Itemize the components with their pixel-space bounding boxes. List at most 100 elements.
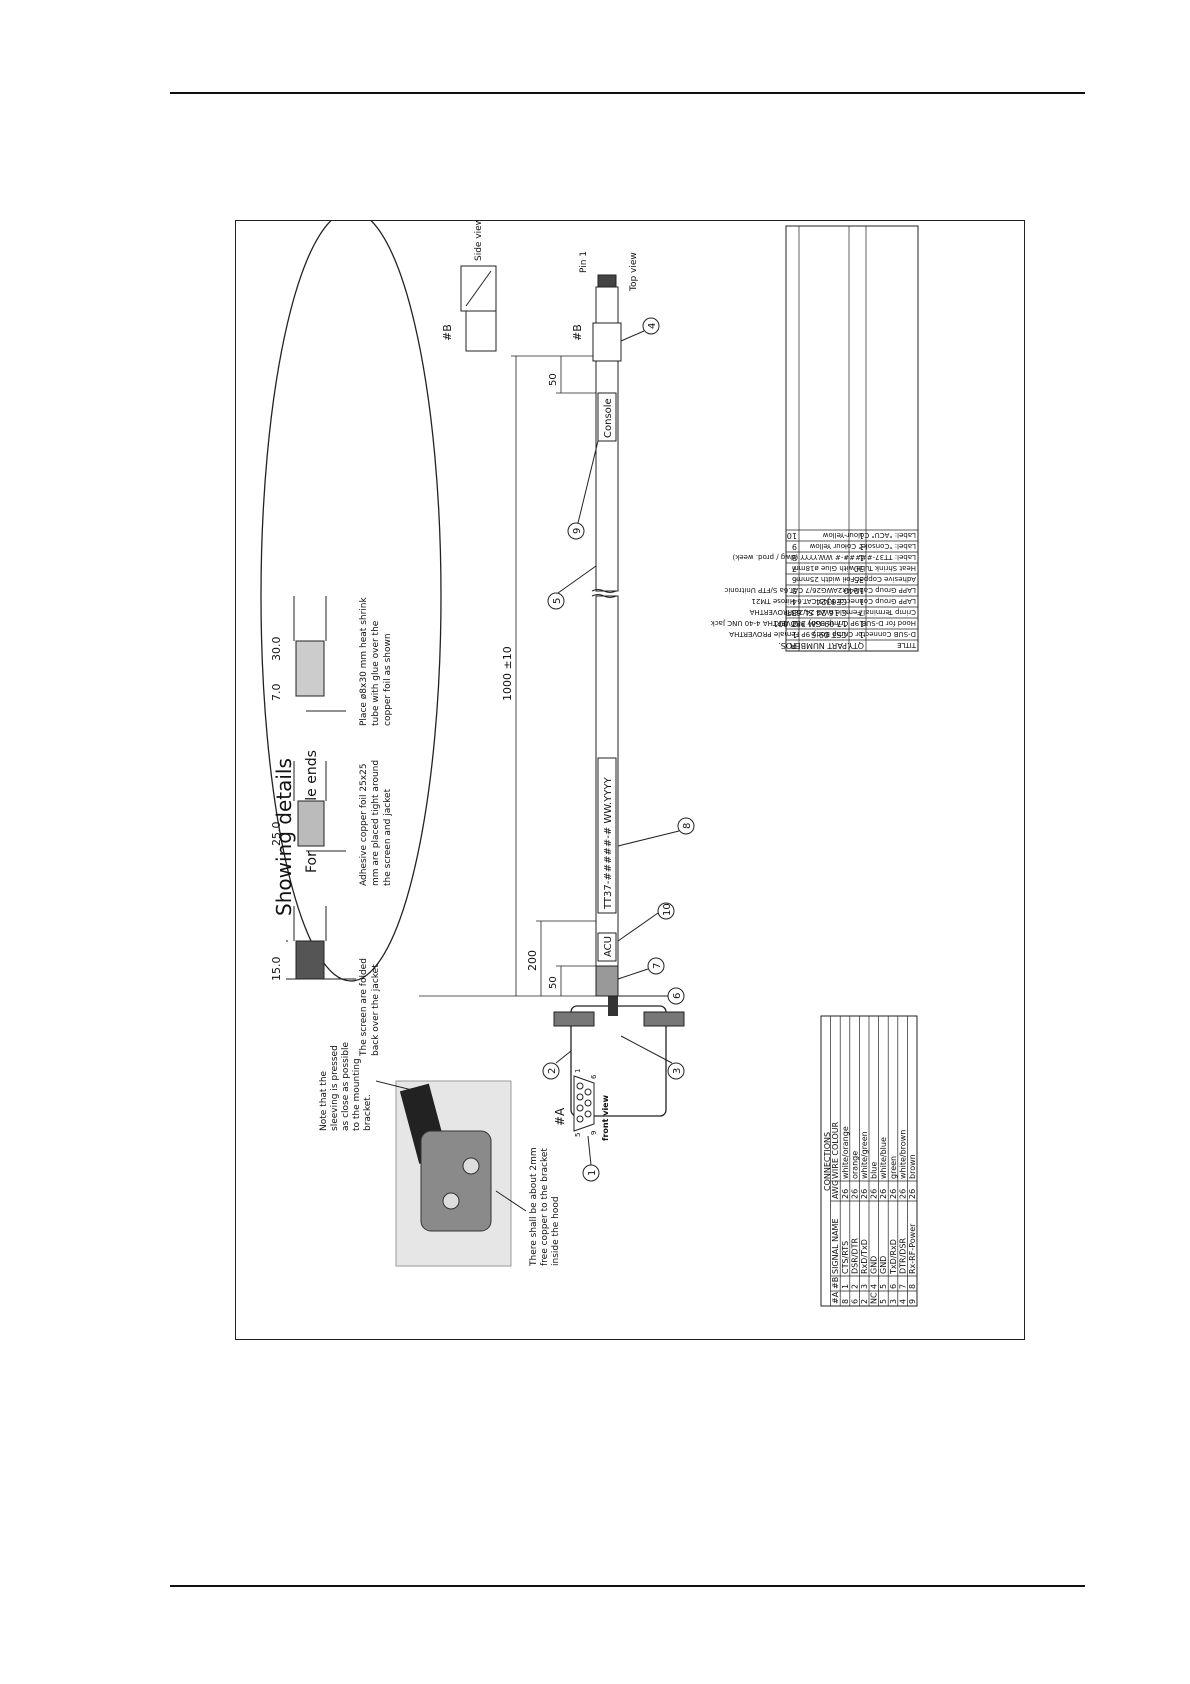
dsub-ref: #A <box>553 1107 567 1126</box>
connections-cell: 26 <box>870 1189 879 1199</box>
label-tt37: TT37-#####-# WW.YYYY <box>603 776 614 910</box>
balloon-1-text: 1 <box>587 1170 598 1176</box>
connections-cell: DSR/DTR <box>850 1237 859 1274</box>
detail-step-2: 25.0 Adhesive copper foil 25x25 mm are p… <box>270 760 393 886</box>
label-acu: ACU <box>603 936 614 957</box>
photo-note2-line2: free copper to the bracket <box>540 1148 550 1266</box>
connections-cell: 5 <box>879 1284 888 1289</box>
label-tt37-box <box>597 757 617 914</box>
photo-note1-line4: to the mounting <box>352 1058 362 1131</box>
connections-cell: white/brown <box>898 1130 907 1179</box>
balloon-3-text: 3 <box>672 1068 683 1074</box>
balloon-9-text: 9 <box>572 528 583 534</box>
connections-cell: white/orange <box>841 1126 850 1179</box>
balloon-8 <box>677 817 695 835</box>
connections-cell: 9 <box>908 1299 917 1304</box>
parts-cell: Crimp Terminal Female AWG 24/28 PROVERTH… <box>750 608 916 616</box>
connections-cell: GND <box>870 1256 879 1274</box>
step3-dim-b: 30.0 <box>270 637 283 662</box>
dsub-front-view: 1 5 6 9 front view #A <box>553 1069 610 1141</box>
label-acu-box <box>597 932 617 962</box>
parts-cell: Adhesive Copper Foil width 25mm <box>796 575 916 583</box>
parts-cell: - <box>844 542 847 551</box>
step2-note-line3: the screen and jacket <box>383 788 393 886</box>
rj45-plug-side-view: #B Side view <box>441 221 497 352</box>
balloon-10-text: 10 <box>662 903 673 916</box>
dsub-hood <box>553 996 685 1117</box>
parts-cell: 7 <box>792 564 797 573</box>
connections-cell: blue <box>870 1162 879 1179</box>
photo-connector <box>420 1130 492 1232</box>
parts-cell: 30 <box>854 564 864 573</box>
connections-cell: brown <box>908 1154 917 1179</box>
parts-cell: 1 <box>859 619 864 628</box>
parts-cell: 1 <box>859 630 864 639</box>
parts-cell: Label: "ACU" Colour Yellow <box>822 531 916 539</box>
connections-cell: NC <box>870 1292 879 1304</box>
jackscrew-top <box>553 1011 595 1027</box>
parts-header-cell: POS. <box>778 641 797 650</box>
parts-cell: 6 <box>792 575 797 584</box>
balloon-6-text: 6 <box>672 993 683 999</box>
parts-cell: Hood for D-SUB 9P Crimp Body PROVERTHA 4… <box>710 619 916 627</box>
step3-note-line1: Place ø8x30 mm heat shrink <box>359 597 369 726</box>
connections-cell: 26 <box>841 1189 850 1199</box>
connections-header-cell: SIGNAL NAME <box>831 1218 840 1274</box>
top-view-label: Top view <box>629 252 639 292</box>
connections-cell: 26 <box>879 1189 888 1199</box>
photo-note1-line1: Note that the <box>319 1070 329 1131</box>
step3-note-line3: copper foil as shown <box>383 633 393 726</box>
connections-cell: 4 <box>870 1284 879 1289</box>
parts-cell: 2 <box>792 619 797 628</box>
heat-shrink <box>295 640 325 697</box>
connections-cell: 6 <box>889 1284 898 1289</box>
braid-fold <box>295 940 325 980</box>
balloon-9 <box>567 522 585 540</box>
connections-cell: white/green <box>860 1131 869 1179</box>
connections-cell: white/blue <box>879 1137 888 1179</box>
balloon-2 <box>542 1062 560 1080</box>
parts-header-cell: TITLE <box>897 641 917 649</box>
jackscrew-bottom <box>643 1011 685 1027</box>
dsub-pin5: 5 <box>574 1133 582 1137</box>
dim-50-right: 50 <box>548 373 559 386</box>
photo-note1-line5: bracket. <box>363 1094 373 1131</box>
balloon-10 <box>657 902 675 920</box>
connections-cell: 26 <box>908 1189 917 1199</box>
parts-cell: D-SUB Connector Crimp Body 9P Female PRO… <box>729 630 916 638</box>
parts-cell: 1 <box>859 553 864 562</box>
connections-cell: 1 <box>841 1284 850 1289</box>
parts-cell: Heat Shrink Tube with Glue ø18mm <box>792 564 916 572</box>
connections-cell: 26 <box>898 1189 907 1199</box>
parts-cell: - <box>844 586 847 595</box>
dimensions <box>511 355 596 997</box>
photo-note2-line1: There shall be about 2mm <box>529 1147 539 1267</box>
parts-cell: LAPP Group Cable 4x2AWG26/7 CAT.6a S/FTP… <box>724 586 916 594</box>
bottom-rule <box>170 1585 1085 1587</box>
parts-cell: - <box>844 531 847 540</box>
connections-header-cell: AWG <box>831 1180 840 1199</box>
balloon-2-text: 2 <box>547 1068 558 1074</box>
connections-cell: DTR/DSR <box>898 1237 907 1274</box>
connections-cell: CTS/RTS <box>841 1241 850 1274</box>
drawing-canvas: Showing details For all cable ends 15.0 … <box>260 221 919 1307</box>
dsub-pin6: 6 <box>590 1074 598 1079</box>
parts-cell: - <box>844 575 847 584</box>
parts-cell: 1 <box>859 531 864 540</box>
parts-cell: - <box>844 564 847 573</box>
dsub-pin1: 1 <box>574 1069 582 1073</box>
connections-cell: 26 <box>860 1189 869 1199</box>
connections-cell: green <box>889 1156 898 1179</box>
parts-cell: C 16 24 SL 63T <box>786 608 847 617</box>
photo-group: Note that the sleeving is pressed as clo… <box>319 1042 561 1267</box>
connections-header-cell: #B <box>831 1277 840 1289</box>
balloon-7 <box>647 957 665 975</box>
step2-dim: 25.0 <box>270 822 283 847</box>
connections-header-cell: #A <box>831 1291 840 1304</box>
connections-cell: 26 <box>889 1189 898 1199</box>
dim-overall: 1000 ±10 <box>501 646 514 701</box>
drawing-frame: Showing details For all cable ends 15.0 … <box>235 220 1025 1340</box>
label-console-box <box>597 392 617 442</box>
parts-cell: CST 09 S <box>811 630 847 639</box>
connections-cell: orange <box>850 1151 859 1179</box>
